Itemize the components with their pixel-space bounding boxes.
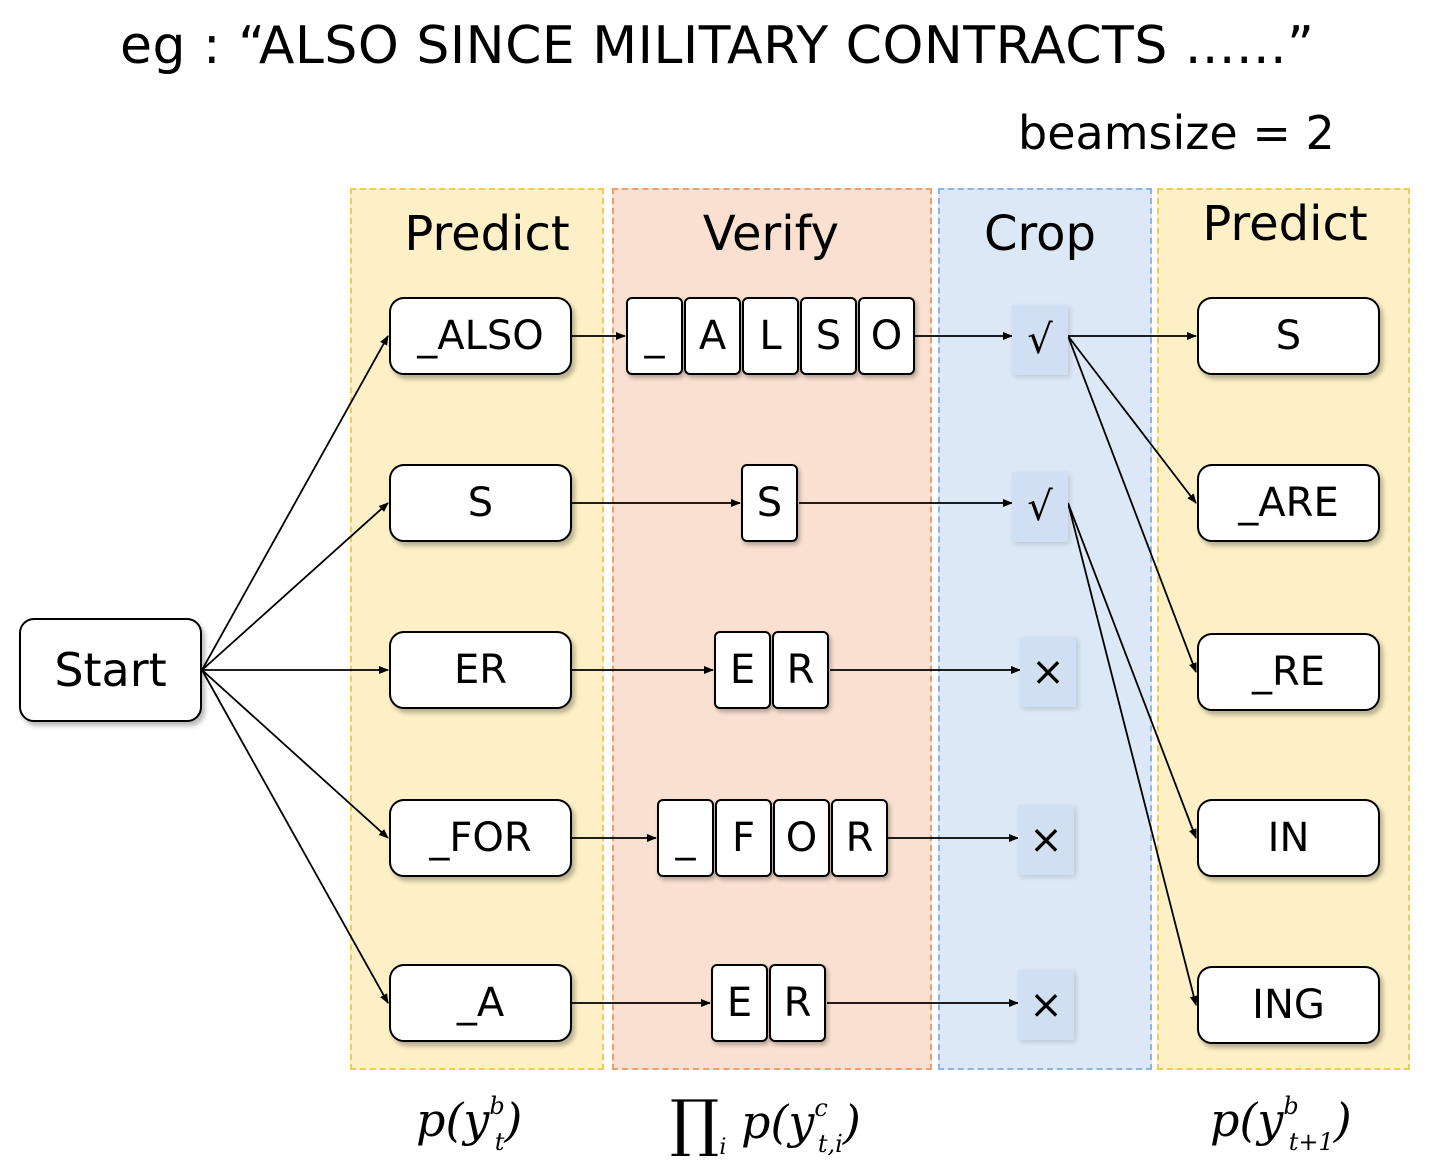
next-prediction-node: _RE — [1197, 633, 1380, 711]
formula-prod-sub: i — [719, 1135, 727, 1160]
arrow-start-to-for — [201, 669, 389, 839]
char-cell: A — [684, 297, 741, 375]
next-predict-header: Predict — [1202, 196, 1368, 252]
check-icon: √ — [1012, 305, 1068, 375]
candidate-node: _A — [389, 964, 572, 1042]
formula-sup: b — [1283, 1092, 1299, 1120]
formula-sub: t+1 — [1288, 1128, 1334, 1156]
arrow-start-to-s — [201, 502, 389, 671]
char-cell: _ — [626, 297, 683, 375]
char-cell: R — [769, 964, 826, 1042]
verify-chars-for: _ F O R — [657, 799, 889, 877]
verify-header: Verify — [702, 206, 840, 262]
char-cell: R — [772, 631, 829, 709]
formula-close: ) — [842, 1095, 861, 1149]
crop-header: Crop — [983, 206, 1097, 262]
product-symbol: ∏ — [670, 1086, 720, 1159]
char-cell: E — [714, 631, 771, 709]
formula-close: ) — [1333, 1093, 1352, 1147]
verify-chars-er: E R — [714, 631, 830, 709]
arrow-start-to-a — [201, 669, 389, 1004]
next-prediction-node: _ARE — [1197, 464, 1380, 542]
formula-sub: t — [494, 1128, 505, 1156]
formula-next-predict: p(yb t+1) — [1210, 1092, 1352, 1156]
formula-close: ) — [504, 1093, 523, 1147]
char-cell: R — [831, 799, 888, 877]
formula-verify: ∏i p(yc t,i) — [670, 1086, 861, 1160]
beamsize-label: beamsize = 2 — [1018, 106, 1335, 160]
char-cell: _ — [657, 799, 714, 877]
start-node: Start — [19, 618, 202, 722]
cross-icon: × — [1018, 970, 1074, 1040]
char-cell: S — [741, 464, 798, 542]
verify-chars-s: S — [741, 464, 799, 542]
formula-p: p(y — [416, 1093, 490, 1147]
arrow-crop2-to-ing — [1067, 502, 1198, 1006]
char-cell: S — [800, 297, 857, 375]
verify-chars-also: _ A L S O — [626, 297, 916, 375]
formula-p: p(y — [741, 1095, 815, 1149]
candidate-node: S — [389, 464, 572, 542]
char-cell: O — [858, 297, 915, 375]
example-sentence: eg : “ALSO SINCE MILITARY CONTRACTS ....… — [120, 16, 1315, 76]
arrow-crop1-to-are — [1067, 335, 1197, 504]
arrow-start-to-also — [201, 335, 389, 671]
check-icon: √ — [1012, 472, 1068, 542]
char-cell: F — [715, 799, 772, 877]
predict-header: Predict — [404, 206, 570, 262]
formula-sub: t,i — [817, 1130, 843, 1158]
char-cell: O — [773, 799, 830, 877]
next-prediction-node: S — [1197, 297, 1380, 375]
arrow-crop1-to-re — [1067, 335, 1197, 673]
candidate-node: _ALSO — [389, 297, 572, 375]
cross-icon: × — [1018, 805, 1074, 875]
candidate-node: _FOR — [389, 799, 572, 877]
candidate-node: ER — [389, 631, 572, 709]
char-cell: L — [742, 297, 799, 375]
next-prediction-node: ING — [1197, 966, 1380, 1044]
formula-p: p(y — [1210, 1093, 1284, 1147]
arrow-crop2-to-in — [1067, 502, 1197, 839]
formula-predict: p(ybt) — [416, 1092, 522, 1156]
next-prediction-node: IN — [1197, 799, 1380, 877]
verify-chars-a: E R — [711, 964, 827, 1042]
char-cell: E — [711, 964, 768, 1042]
formula-sup: b — [489, 1092, 505, 1120]
cross-icon: × — [1020, 637, 1076, 707]
formula-sup: c — [814, 1094, 828, 1122]
